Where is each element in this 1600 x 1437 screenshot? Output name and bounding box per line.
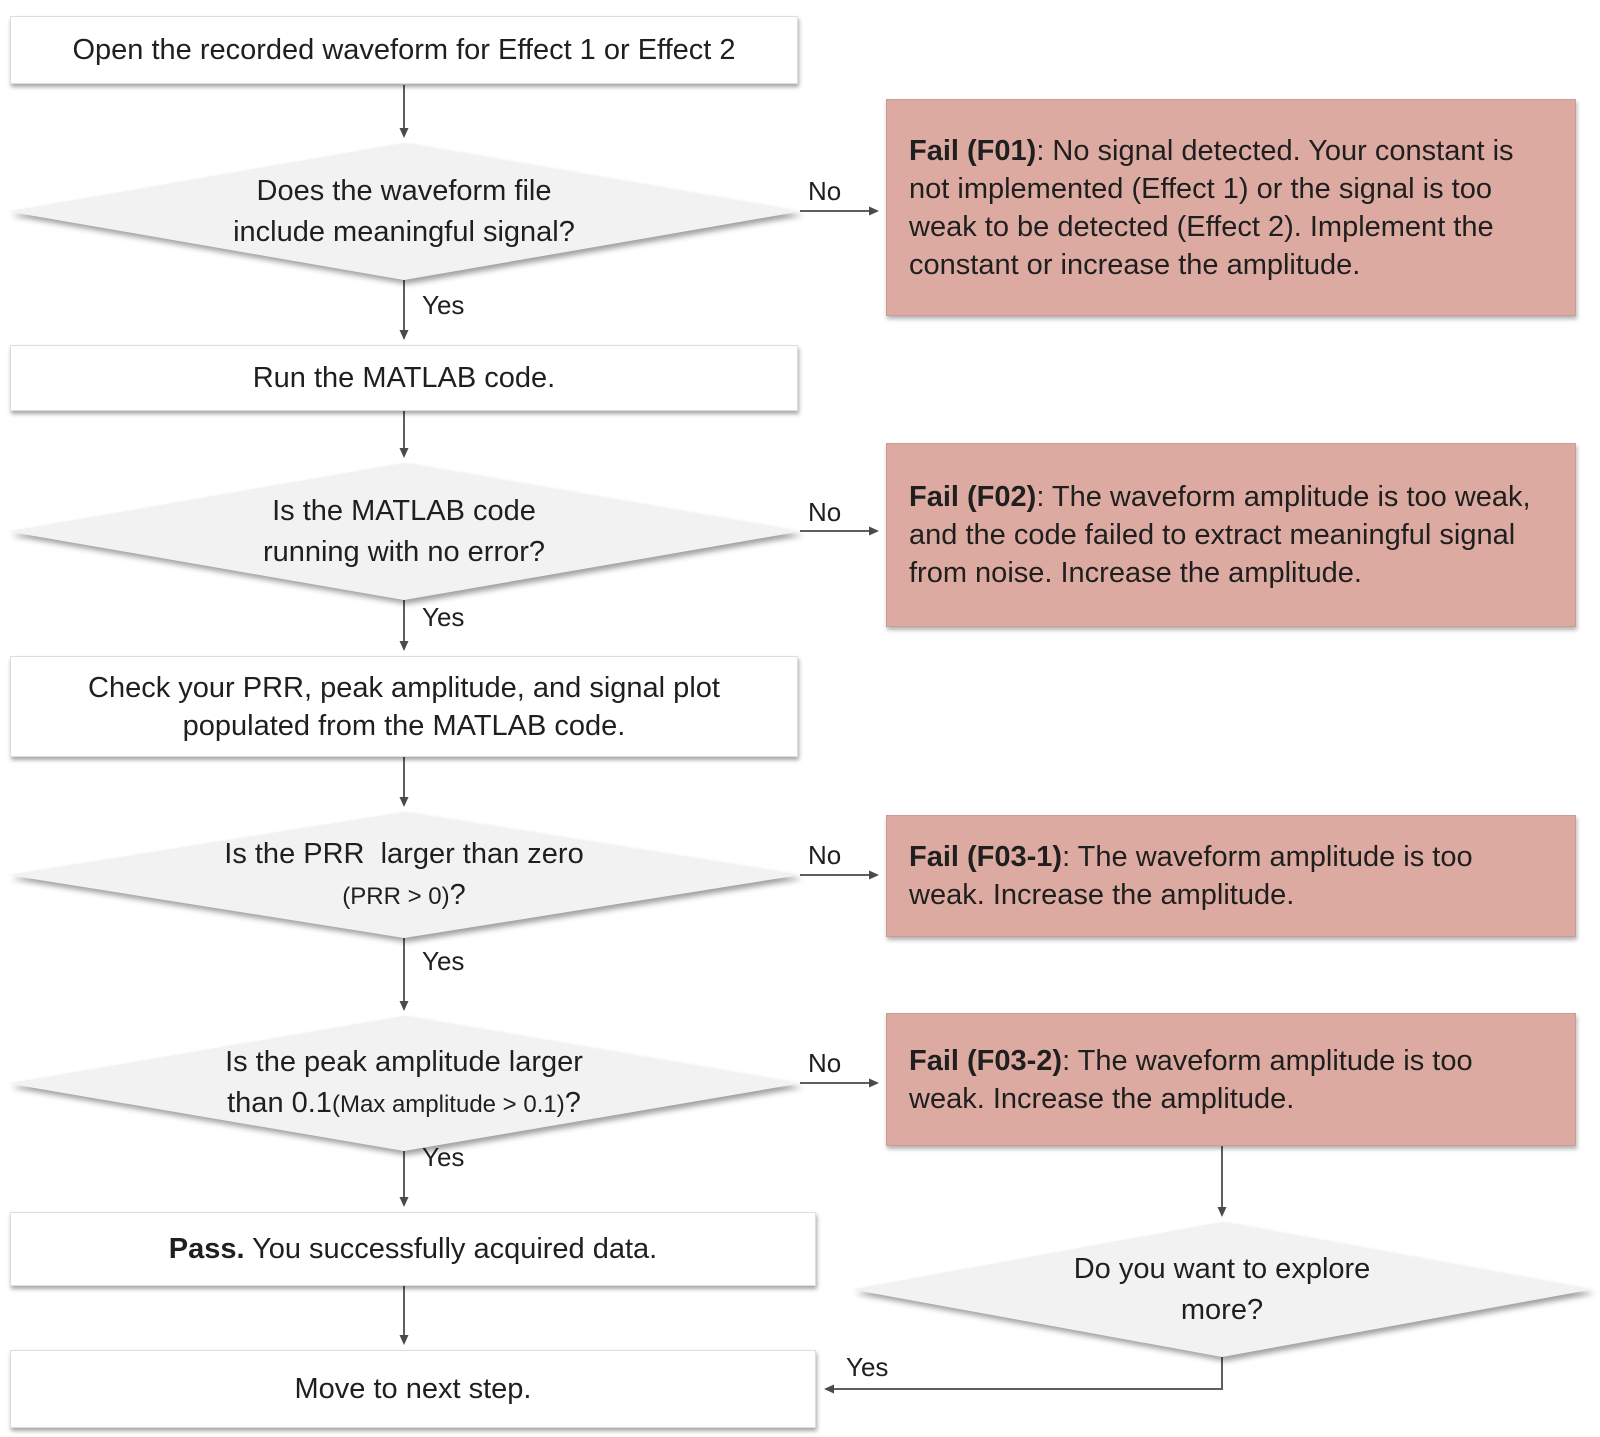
peak-decision-diamond: Is the peak amplitude larger than 0.1(Ma… bbox=[8, 1016, 800, 1151]
yes-label-prr: Yes bbox=[422, 946, 465, 976]
signal-decision-line2: include meaningful signal? bbox=[233, 215, 575, 248]
fail-f03-1-box: Fail (F03-1): The waveform amplitude is … bbox=[886, 815, 1576, 937]
no-label-error: No bbox=[808, 497, 842, 527]
fail-f03-1-body: : The waveform amplitude is too weak. In… bbox=[909, 841, 1473, 911]
fail-f03-2-box: Fail (F03-2): The waveform amplitude is … bbox=[886, 1013, 1576, 1146]
fail-f01-box: Fail (F01): No signal detected. Your con… bbox=[886, 99, 1576, 316]
fail-f01-title: Fail (F01) bbox=[909, 134, 1037, 167]
explore-decision-line2: more? bbox=[1180, 1293, 1264, 1326]
yes-label-signal: Yes bbox=[422, 290, 465, 320]
no-label-peak: No bbox=[808, 1048, 842, 1078]
pass-body: You successfully acquired data. bbox=[244, 1233, 658, 1265]
start-text: Open the recorded waveform for Effect 1 … bbox=[72, 34, 736, 66]
no-label-signal: No bbox=[808, 176, 842, 206]
yes-label-explore: Yes bbox=[846, 1352, 889, 1382]
fail-f02-body: : The waveform amplitude is too weak, an… bbox=[909, 481, 1531, 589]
prr-decision-line1: Is the PRR larger than zero bbox=[224, 837, 584, 870]
check-outputs-line1: Check your PRR, peak amplitude, and sign… bbox=[88, 671, 720, 704]
pass-process-box: Pass. You successfully acquired data. bbox=[10, 1212, 816, 1286]
explore-decision-line1: Do you want to explore bbox=[1073, 1252, 1371, 1285]
error-decision-line1: Is the MATLAB code bbox=[272, 494, 536, 527]
error-decision-diamond: Is the MATLAB code running with no error… bbox=[8, 463, 800, 600]
pass-title: Pass. bbox=[168, 1233, 245, 1265]
fail-f03-2-body: : The waveform amplitude is too weak. In… bbox=[909, 1044, 1473, 1115]
fail-f03-1-title: Fail (F03-1) bbox=[909, 841, 1063, 873]
fail-f03-2-title: Fail (F03-2) bbox=[909, 1044, 1063, 1077]
yes-label-error: Yes bbox=[422, 602, 465, 632]
fail-f01-body: : No signal detected. Your constant is n… bbox=[909, 134, 1514, 281]
run-matlab-process-box: Run the MATLAB code. bbox=[10, 345, 798, 411]
peak-decision-line1: Is the peak amplitude larger bbox=[225, 1046, 583, 1078]
fail-f02-title: Fail (F02) bbox=[909, 481, 1037, 513]
prr-decision-line2: (PRR > 0)? bbox=[342, 875, 466, 917]
error-decision-line2: running with no error? bbox=[262, 535, 546, 568]
signal-decision-diamond: Does the waveform file include meaningfu… bbox=[8, 143, 800, 280]
signal-decision-line1: Does the waveform file bbox=[256, 174, 552, 207]
move-next-text: Move to next step. bbox=[294, 1373, 532, 1405]
move-next-process-box: Move to next step. bbox=[10, 1350, 816, 1428]
prr-condition: (PRR > 0) bbox=[342, 882, 450, 910]
check-outputs-line2: populated from the MATLAB code. bbox=[182, 709, 626, 742]
check-outputs-process-box: Check your PRR, peak amplitude, and sign… bbox=[10, 656, 798, 757]
explore-decision-diamond: Do you want to explore more? bbox=[852, 1222, 1592, 1357]
no-label-prr: No bbox=[808, 840, 842, 870]
peak-decision-line2: than 0.1(Max amplitude > 0.1)? bbox=[227, 1083, 581, 1125]
prr-question-mark: ? bbox=[449, 878, 466, 911]
start-process-box: Open the recorded waveform for Effect 1 … bbox=[10, 16, 798, 84]
run-matlab-text: Run the MATLAB code. bbox=[252, 362, 556, 394]
fail-f02-box: Fail (F02): The waveform amplitude is to… bbox=[886, 443, 1576, 627]
peak-condition: (Max amplitude > 0.1) bbox=[331, 1091, 565, 1118]
prr-decision-diamond: Is the PRR larger than zero (PRR > 0)? bbox=[8, 812, 800, 938]
peak-threshold: than 0.1 bbox=[227, 1087, 332, 1119]
peak-question-mark: ? bbox=[564, 1087, 581, 1119]
yes-label-peak: Yes bbox=[422, 1142, 465, 1172]
